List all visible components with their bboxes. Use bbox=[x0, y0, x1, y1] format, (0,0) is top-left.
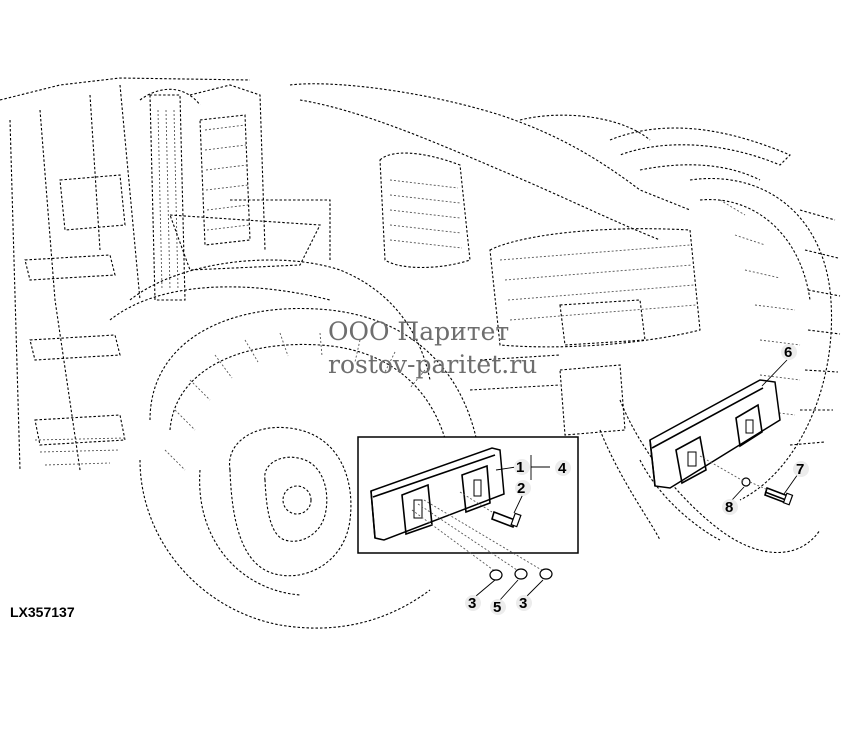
front-weight-assembly bbox=[649, 379, 794, 506]
tractor-outline bbox=[0, 77, 841, 629]
callout-6: 6 bbox=[784, 344, 792, 361]
callout-5: 5 bbox=[493, 599, 501, 616]
callout-3-left: 3 bbox=[468, 595, 476, 612]
callout-1: 1 bbox=[516, 459, 524, 476]
detail-inset bbox=[357, 436, 579, 581]
callout-8: 8 bbox=[725, 499, 733, 516]
watermark-company: ООО Паритет bbox=[328, 317, 510, 346]
callout-2: 2 bbox=[517, 480, 525, 497]
leader-lines bbox=[475, 359, 799, 601]
drawing-code: LX357137 bbox=[10, 604, 75, 620]
callout-4: 4 bbox=[558, 460, 567, 477]
callout-labels: 1 2 4 3 5 3 6 7 8 bbox=[465, 344, 809, 616]
callout-3-right: 3 bbox=[519, 595, 527, 612]
watermark-site: rostov-paritet.ru bbox=[328, 350, 538, 379]
callout-7: 7 bbox=[796, 461, 804, 478]
